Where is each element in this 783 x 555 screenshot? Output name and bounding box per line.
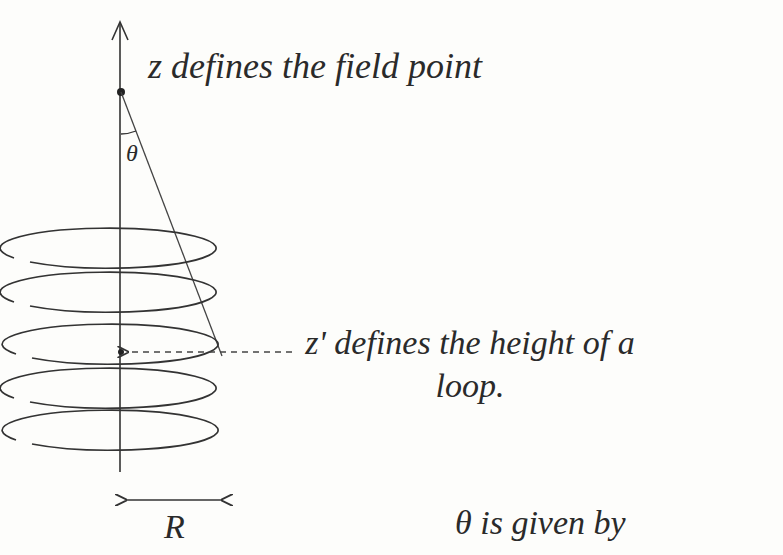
radius-label: R <box>164 506 204 549</box>
loop-center <box>118 349 124 355</box>
angle-arc <box>121 131 136 134</box>
height-leader <box>128 351 292 352</box>
axis-arrowhead <box>112 22 128 40</box>
field-point-note: z defines the field point <box>148 44 708 89</box>
coil-loops <box>0 228 218 450</box>
sight-line <box>121 92 222 356</box>
radius-arrow <box>126 499 222 500</box>
angle-symbol: θ <box>126 138 156 168</box>
loop-height-note: z' defines the height of a loop. <box>305 322 635 407</box>
theta-note: θ is given by <box>455 502 775 545</box>
